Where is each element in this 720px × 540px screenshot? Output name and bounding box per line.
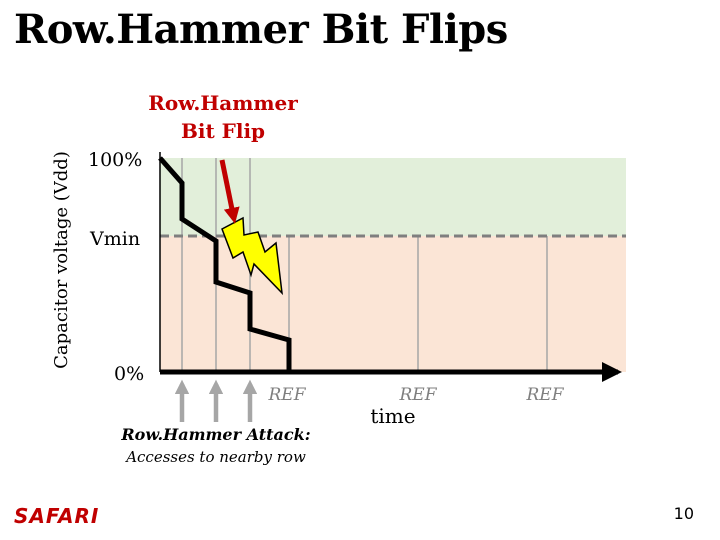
- level-label-zero: 0%: [114, 363, 144, 385]
- ref-label: REF: [398, 385, 437, 405]
- ref-label: REF: [267, 385, 306, 405]
- x-axis-label: time: [370, 404, 415, 428]
- page-number: 10: [673, 504, 694, 523]
- ref-label: REF: [525, 385, 564, 405]
- slide-title: Row.Hammer Bit Flips: [14, 6, 508, 53]
- level-label-100: 100%: [88, 149, 142, 171]
- safari-logo: SAFARI: [14, 504, 100, 528]
- bitflip-arrow: [219, 159, 240, 224]
- bitflip-label-line-2: Bit Flip: [181, 119, 265, 143]
- level-label-vmin: Vmin: [89, 228, 140, 250]
- voltage-trace: [158, 156, 292, 372]
- attack-sublabel: Accesses to nearby row: [124, 448, 306, 466]
- attack-arrows: [174, 379, 258, 422]
- y-axis-label: Capacitor voltage (Vdd): [51, 151, 72, 369]
- attack-label: Row.Hammer Attack:: [120, 425, 310, 444]
- bitflip-label-line-1: Row.Hammer: [148, 91, 298, 115]
- danger-region: [160, 236, 626, 372]
- lightning-bolt-icon: [221, 216, 284, 296]
